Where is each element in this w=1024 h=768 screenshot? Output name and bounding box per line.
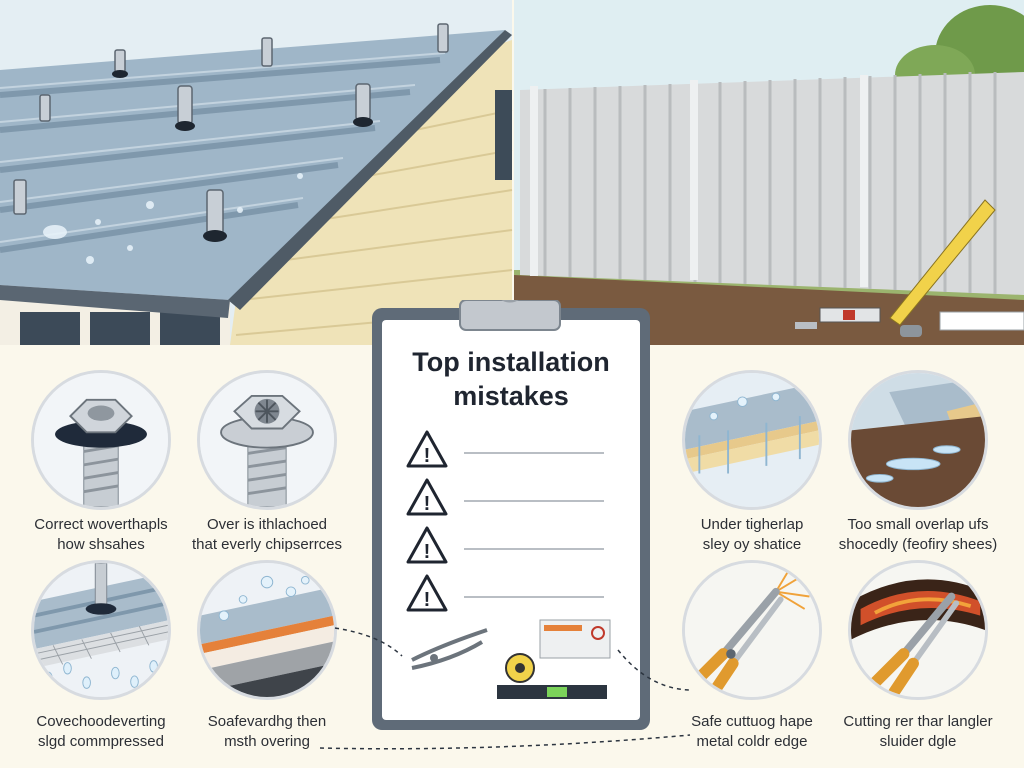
caption-line: Over is ithlachoed — [206, 516, 328, 533]
title-line: mistakes — [453, 381, 569, 411]
caption-correct-washer: Correct woverthapls how shsahes — [6, 515, 196, 555]
checklist: ! ! ! ! — [406, 430, 604, 612]
caption-overtightened: Over is ithlachoed that everly chipserrc… — [172, 515, 362, 555]
page-title: Top installation mistakes — [372, 345, 650, 413]
clipboard-clip — [459, 300, 561, 331]
title-line: Top installation — [412, 347, 610, 377]
circle-safe-cutting — [682, 560, 822, 700]
circle-under-overlap — [682, 370, 822, 510]
clipboard: ! ! ! ! — [372, 300, 650, 730]
circle-compressed — [31, 560, 171, 700]
caption-line: shocedly (feofiry shees) — [838, 536, 998, 553]
svg-text:!: ! — [424, 445, 431, 467]
caption-line: Correct woverthapls — [34, 516, 168, 533]
caption-line: slgd commpressed — [38, 733, 164, 750]
circle-angle-grinder — [848, 560, 988, 700]
svg-text:!: ! — [424, 589, 431, 611]
tin-snips-icon — [411, 628, 488, 670]
caption-line: Too small overlap ufs — [847, 516, 989, 533]
caption-line: sley oy shatice — [702, 536, 802, 553]
caption-line: Safe cuttuog hape — [691, 713, 813, 730]
warning-icon: ! — [406, 430, 448, 468]
caption-line: Covechoodeverting — [36, 713, 166, 730]
circle-small-overlap — [848, 370, 988, 510]
circle-correct-washer — [31, 370, 171, 510]
warning-icon: ! — [406, 574, 448, 612]
spirit-level-icon — [497, 685, 607, 699]
caption-line: Cutting rer thar langler — [843, 713, 993, 730]
hex-nut-icon — [34, 373, 168, 507]
caption-small-overlap: Too small overlap ufs shocedly (feofiry … — [823, 515, 1013, 555]
warning-icon: ! — [406, 478, 448, 516]
caption-line: sluider dgle — [879, 733, 957, 750]
caption-line: Under tigherlap — [700, 516, 804, 533]
caption-safe-cutting: Safe cuttuog hape metal coldr edge — [657, 712, 847, 752]
tape-measure-icon — [505, 653, 535, 683]
svg-text:!: ! — [424, 493, 431, 515]
caption-line: that everly chipserrces — [191, 536, 343, 553]
caption-line: msth overing — [224, 733, 310, 750]
svg-text:!: ! — [424, 541, 431, 563]
top-illustration — [0, 0, 1024, 345]
caption-line: metal coldr edge — [696, 733, 808, 750]
circle-layers — [197, 560, 337, 700]
warning-icon: ! — [406, 526, 448, 564]
fence-scene — [514, 0, 1024, 345]
caption-line: Soafevardhg then — [207, 713, 327, 730]
screw-icon — [83, 439, 119, 507]
caption-angle-grinder: Cutting rer thar langler sluider dgle — [823, 712, 1013, 752]
caption-layers: Soafevardhg then msth overing — [172, 712, 362, 752]
caption-compressed: Covechoodeverting slgd commpressed — [6, 712, 196, 752]
caption-under-overlap: Under tigherlap sley oy shatice — [657, 515, 847, 555]
tin-snips-icon — [685, 563, 819, 697]
caption-line: how shsahes — [57, 536, 145, 553]
tin-snips-icon — [851, 563, 985, 697]
metal-roof-scene — [0, 0, 513, 345]
circle-overtightened — [197, 370, 337, 510]
